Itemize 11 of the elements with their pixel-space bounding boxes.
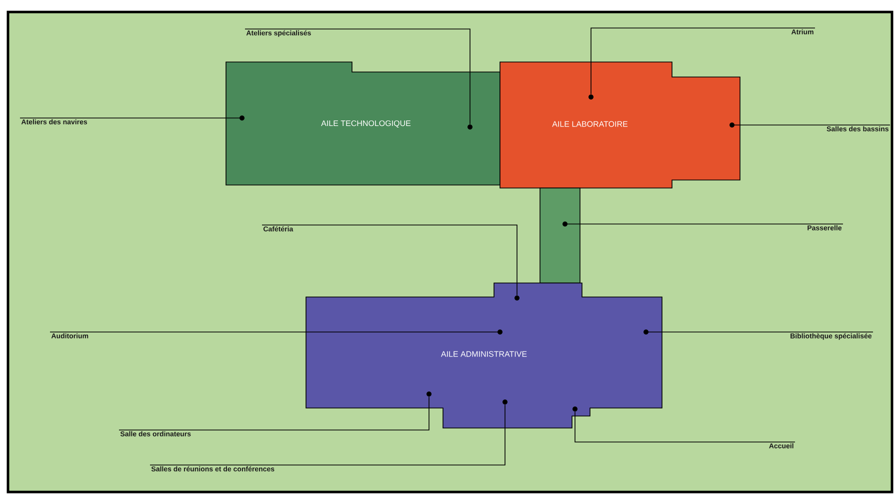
leader-line	[574, 411, 796, 442]
wing-block: AILE TECHNOLOGIQUE	[226, 62, 500, 186]
leader-line	[118, 396, 430, 430]
leader-line	[732, 124, 890, 126]
leader-line	[262, 224, 518, 296]
leader-line	[590, 28, 816, 95]
walkway-bar	[540, 188, 580, 284]
leader-line	[150, 404, 506, 466]
wing-block: AILE ADMINISTRATIVE	[306, 282, 662, 428]
wing-block: AILE LABORATOIRE	[500, 62, 740, 188]
leader-line	[244, 28, 470, 125]
